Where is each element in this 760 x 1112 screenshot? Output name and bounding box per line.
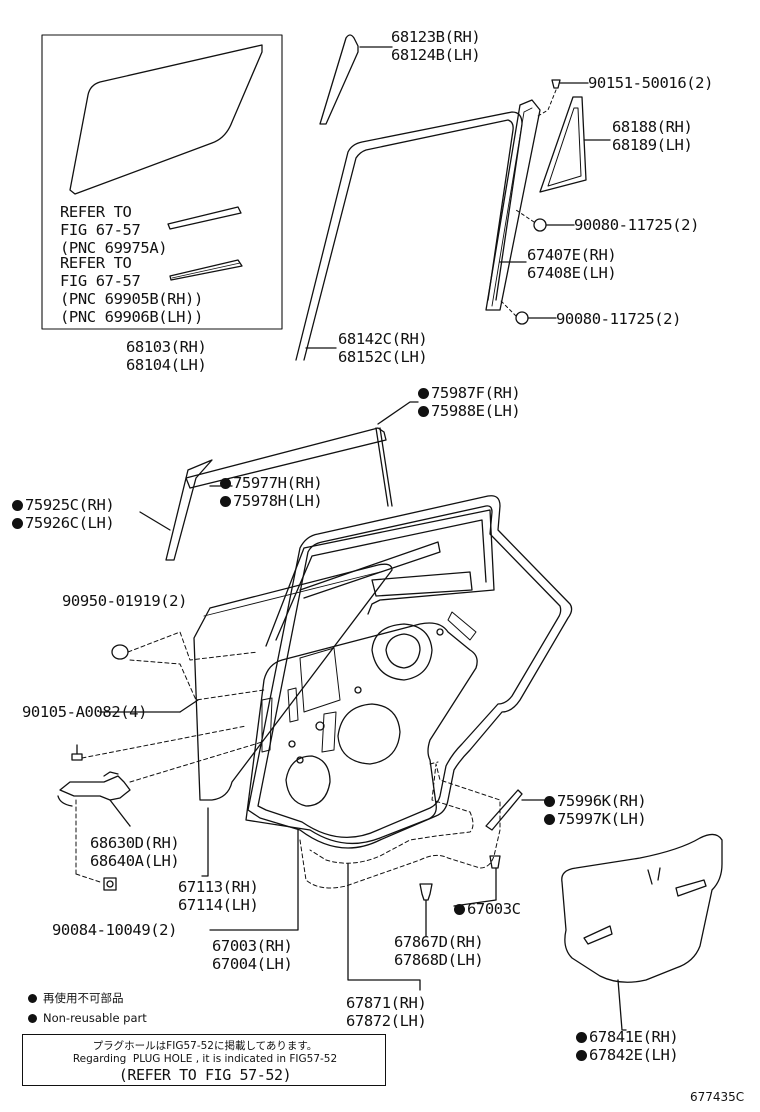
pillar-garnish	[165, 459, 213, 561]
label-90084: 90084-10049(2)	[52, 921, 178, 939]
label-68103: 68103(RH) 68104(LH)	[126, 338, 207, 374]
plug	[111, 644, 129, 660]
bolt-b	[515, 311, 529, 325]
service-hole-cover	[561, 833, 723, 983]
clip-67003c	[489, 855, 501, 869]
label-90080a: 90080-11725(2)	[574, 216, 700, 234]
plug-hole-note: プラグホールはFIG57-52に掲載してあります。 Regarding PLUG…	[22, 1034, 386, 1086]
label-68630: 68630D(RH) 68640A(LH)	[90, 834, 180, 870]
inner-panel-opening-a	[371, 623, 433, 681]
label-90105: 90105-A0082(4)	[22, 703, 148, 721]
glass-run-channel	[295, 111, 523, 361]
label-90080b: 90080-11725(2)	[556, 310, 682, 328]
label-75925: 75925C(RH) 75926C(LH)	[12, 496, 115, 532]
door-weatherstrip	[247, 495, 573, 849]
bolt-a	[533, 218, 547, 232]
glass-run-b	[169, 259, 243, 281]
quarter-glass	[539, 96, 587, 193]
label-90950: 90950-01919(2)	[62, 592, 188, 610]
label-75977: 75977H(RH) 75978H(LH)	[220, 474, 323, 510]
legend-jp: 再使用不可部品	[28, 990, 124, 1006]
dashed-outline	[299, 763, 501, 889]
label-68123: 68123B(RH) 68124B(LH)	[391, 28, 481, 64]
door-check	[59, 775, 131, 801]
door-pad	[485, 789, 523, 831]
glass-inset-box	[41, 34, 283, 330]
label-67841: 67841E(RH) 67842E(LH)	[576, 1028, 679, 1064]
label-67407: 67407E(RH) 67408E(LH)	[527, 246, 617, 282]
corner-piece	[319, 34, 359, 125]
glass-run-a	[167, 206, 242, 230]
label-67867: 67867D(RH) 67868D(LH)	[394, 933, 484, 969]
label-75987: 75987F(RH) 75988E(LH)	[418, 384, 521, 420]
note-line-1: プラグホールはFIG57-52に掲載してあります。	[92, 1040, 318, 1052]
legend-en: Non-reusable part	[28, 1011, 147, 1025]
belt-moulding	[185, 427, 387, 489]
label-67003c: 67003C	[454, 900, 521, 918]
label-75996: 75996K(RH) 75997K(LH)	[544, 792, 647, 828]
label-67003: 67003(RH) 67004(LH)	[212, 937, 293, 973]
inner-panel-opening-b	[337, 703, 401, 765]
door-glass	[69, 44, 263, 195]
door-inner-panel	[245, 622, 478, 844]
note-line-2: Regarding PLUG HOLE , it is indicated in…	[72, 1053, 338, 1065]
clip-67867	[419, 883, 433, 901]
figure-id: 677435C	[690, 1090, 745, 1104]
label-67113: 67113(RH) 67114(LH)	[178, 878, 259, 914]
division-bar	[485, 99, 541, 311]
bolt-90105	[71, 753, 83, 761]
bolt-90084	[103, 877, 117, 891]
note-line-3: (REFER TO FIG 57-52)	[118, 1066, 292, 1084]
label-68188: 68188(RH) 68189(LH)	[612, 118, 693, 154]
label-90151: 90151-50016(2)	[588, 74, 714, 92]
inner-panel-opening-c	[285, 755, 331, 807]
label-ref1: REFER TO FIG 67-57 (PNC 69975A)	[60, 203, 168, 257]
door-window-frame	[265, 509, 495, 647]
label-67871: 67871(RH) 67872(LH)	[346, 994, 427, 1030]
door-outer-panel	[193, 563, 393, 801]
label-68142: 68142C(RH) 68152C(LH)	[338, 330, 428, 366]
screw-top	[551, 79, 561, 89]
label-ref2: REFER TO FIG 67-57 (PNC 69905B(RH)) (PNC…	[60, 254, 203, 326]
